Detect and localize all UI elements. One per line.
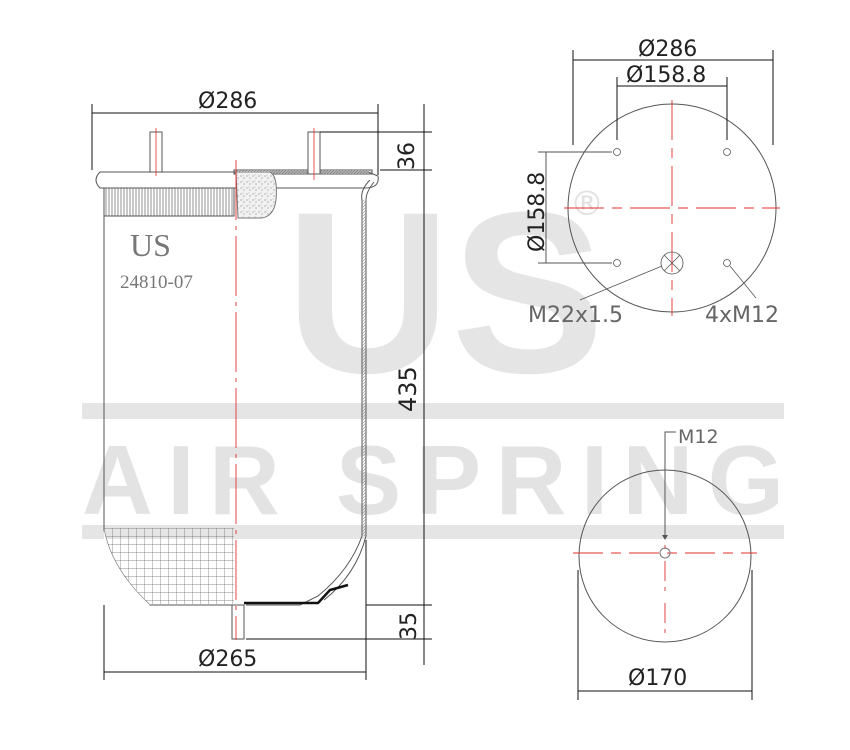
stud-hole-icon [723,259,731,267]
callout-air-inlet: M22x1.5 [528,303,623,328]
dim-top-diameter: Ø286 [198,89,257,114]
dim-top-outer-diameter: Ø286 [638,37,697,62]
callout-studs: 4xM12 [705,303,779,328]
bead-section [235,171,277,219]
watermark: US ® AIR SPRING [82,164,784,539]
dim-bolt-circle-v: Ø158.8 [525,172,550,252]
dim-bolt-circle-h: Ø158.8 [626,63,706,88]
dim-bottom-diameter: Ø265 [198,647,257,672]
registered-mark: ® [570,184,604,224]
bottom-view [573,431,757,700]
stud-hole-icon [613,259,621,267]
dim-stud-height: 36 [395,142,420,170]
bellows-right [246,179,371,606]
dim-body-height: 435 [394,366,422,412]
ribbed-band [103,187,235,217]
top-view [538,50,780,316]
side-label-brand: US [130,227,171,263]
stud-hole-icon [723,148,731,156]
stud-hole-icon [613,148,621,156]
dim-bottom-view-diameter: Ø170 [628,666,687,691]
watermark-bar-bottom [82,525,784,539]
watermark-brand: US [285,164,605,421]
callout-center-thread: M12 [678,426,719,448]
part-number: 24810-07 [120,272,193,293]
air-inlet-icon [660,251,684,275]
side-view [95,128,379,640]
center-hole-icon [659,547,671,559]
bottom-stud [231,604,245,640]
dim-bottom-stud: 35 [397,612,422,640]
watermark-bar-top [82,403,784,419]
side-dimensions [91,104,432,680]
